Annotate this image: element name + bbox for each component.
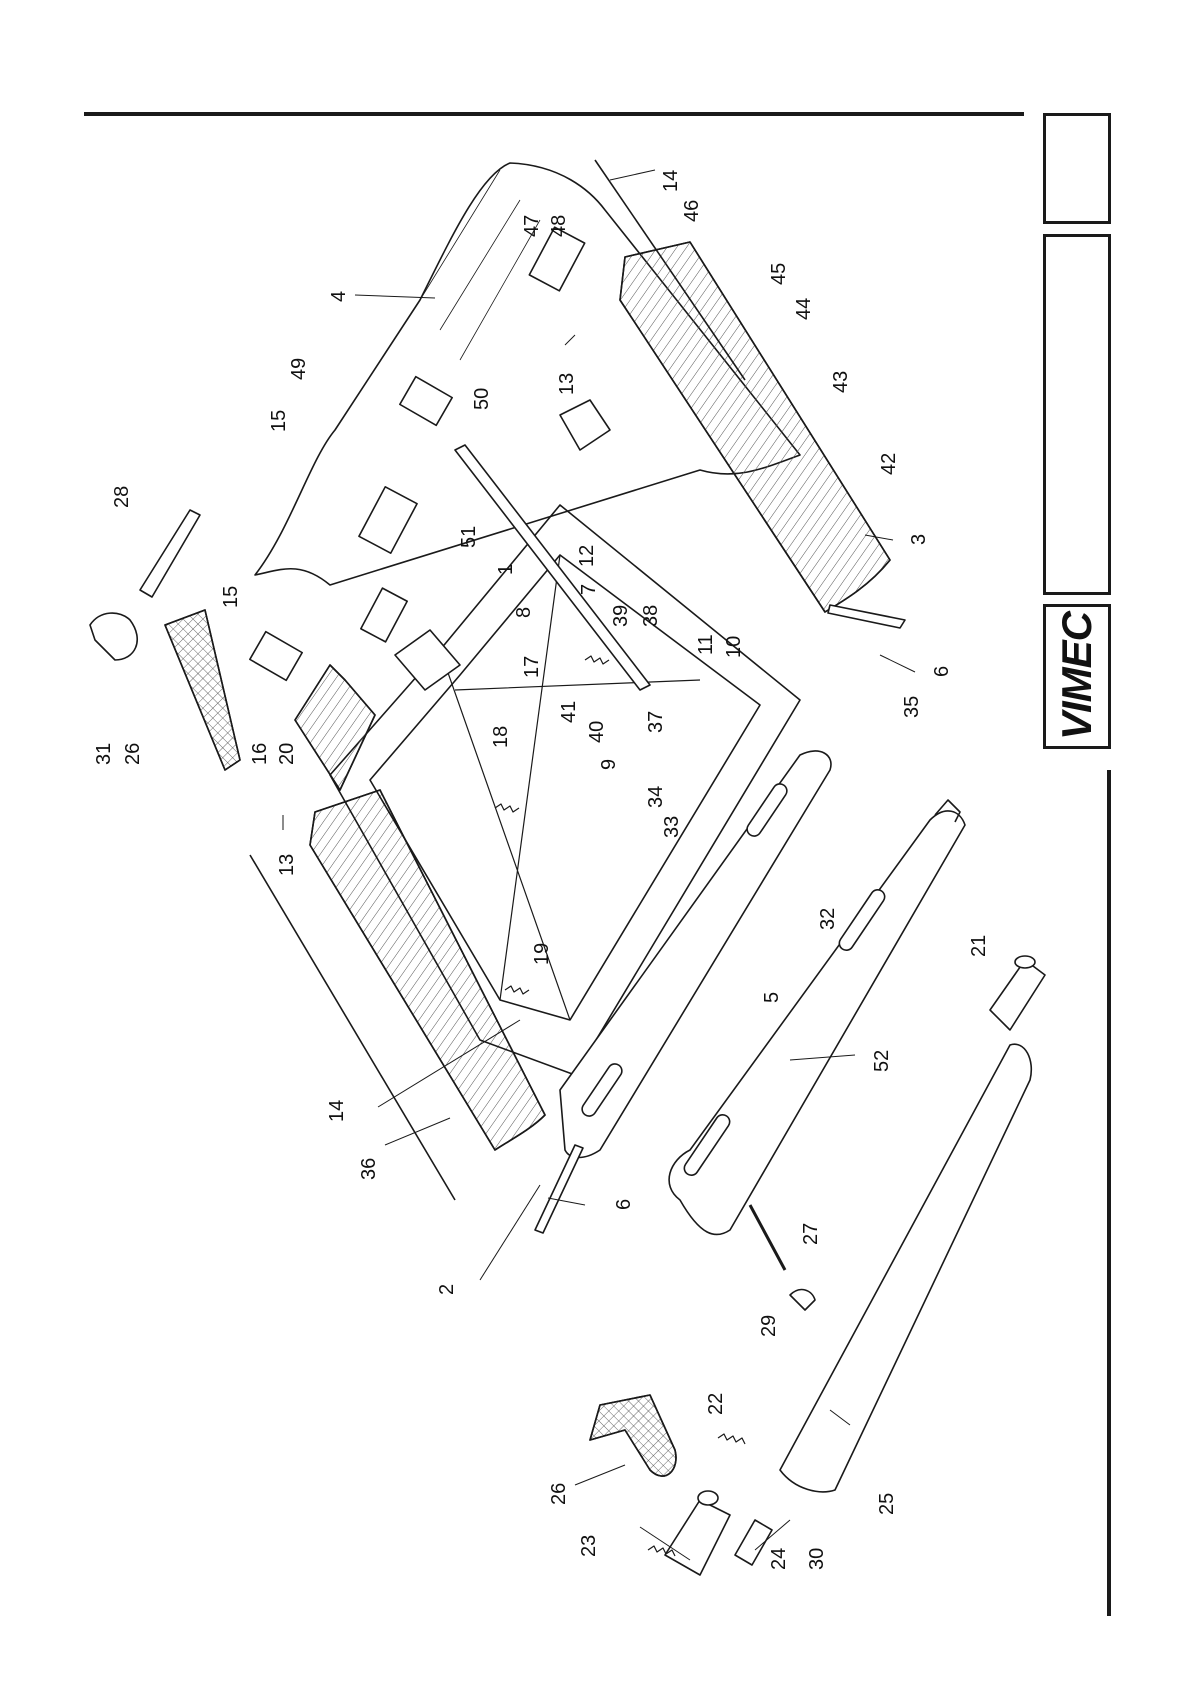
callout-28: 28 bbox=[111, 486, 133, 508]
callout-7: 7 bbox=[578, 584, 600, 595]
callout-26b: 26 bbox=[548, 1483, 570, 1505]
bushing-29 bbox=[790, 1290, 815, 1310]
callout-13a: 13 bbox=[276, 854, 298, 876]
callout-32: 32 bbox=[817, 908, 839, 930]
callout-31: 31 bbox=[93, 743, 115, 765]
callout-1: 1 bbox=[495, 564, 517, 575]
plate-25 bbox=[780, 1044, 1031, 1492]
callout-44: 44 bbox=[793, 298, 815, 320]
callout-3: 3 bbox=[908, 534, 930, 545]
callout-10: 10 bbox=[723, 636, 745, 658]
callout-37: 37 bbox=[645, 711, 667, 733]
callout-46: 46 bbox=[681, 200, 703, 222]
callout-49: 49 bbox=[288, 358, 310, 380]
callout-40: 40 bbox=[586, 721, 608, 743]
callout-21: 21 bbox=[968, 935, 990, 957]
callout-22: 22 bbox=[705, 1393, 727, 1415]
arm-26-upper bbox=[165, 610, 240, 770]
callout-45: 45 bbox=[768, 263, 790, 285]
callout-39: 39 bbox=[610, 605, 632, 627]
callout-35: 35 bbox=[901, 696, 923, 718]
callout-27: 27 bbox=[800, 1223, 822, 1245]
callout-34: 34 bbox=[645, 786, 667, 808]
panel-left bbox=[310, 790, 545, 1150]
callout-5: 5 bbox=[761, 992, 783, 1003]
callout-4: 4 bbox=[328, 291, 350, 302]
pin-27 bbox=[750, 1205, 785, 1270]
callout-50: 50 bbox=[471, 388, 493, 410]
callout-47: 47 bbox=[521, 215, 543, 237]
callout-16: 16 bbox=[249, 743, 271, 765]
callout-2: 2 bbox=[436, 1284, 458, 1295]
callout-36: 36 bbox=[358, 1158, 380, 1180]
callout-42: 42 bbox=[878, 453, 900, 475]
callout-18: 18 bbox=[490, 726, 512, 748]
callout-17: 17 bbox=[521, 656, 543, 678]
callout-30: 30 bbox=[806, 1548, 828, 1570]
callout-48: 48 bbox=[548, 215, 570, 237]
callout-51: 51 bbox=[458, 526, 480, 548]
callout-12: 12 bbox=[576, 545, 598, 567]
callout-15b: 15 bbox=[220, 586, 242, 608]
callout-41: 41 bbox=[558, 701, 580, 723]
callout-26a: 26 bbox=[122, 743, 144, 765]
clamp-31 bbox=[90, 613, 137, 660]
callout-25: 25 bbox=[876, 1493, 898, 1515]
pin-28 bbox=[140, 510, 200, 597]
plate-30 bbox=[735, 1520, 772, 1565]
callout-24: 24 bbox=[768, 1548, 790, 1570]
callout-13b: 13 bbox=[556, 373, 578, 395]
callout-9: 9 bbox=[598, 759, 620, 770]
callout-14b: 14 bbox=[326, 1100, 348, 1122]
callout-14a: 14 bbox=[660, 170, 682, 192]
callout-6b: 6 bbox=[613, 1199, 635, 1210]
callout-52: 52 bbox=[871, 1050, 893, 1072]
callout-23: 23 bbox=[578, 1535, 600, 1557]
bracket-20 bbox=[295, 665, 375, 790]
plate-6-left bbox=[535, 1145, 583, 1233]
callout-29: 29 bbox=[758, 1315, 780, 1337]
hinge-24 bbox=[665, 1500, 730, 1575]
callout-20: 20 bbox=[276, 743, 298, 765]
callout-43: 43 bbox=[830, 371, 852, 393]
callout-8: 8 bbox=[513, 607, 535, 618]
plate-6-right bbox=[828, 605, 905, 628]
callout-11: 11 bbox=[695, 634, 717, 655]
callout-15a: 15 bbox=[268, 410, 290, 432]
callout-33: 33 bbox=[661, 816, 683, 838]
motor-15-left bbox=[250, 632, 302, 681]
callout-6a: 6 bbox=[931, 666, 953, 677]
callout-19: 19 bbox=[531, 943, 553, 965]
hinge-21 bbox=[990, 960, 1045, 1030]
callout-38: 38 bbox=[640, 605, 662, 627]
